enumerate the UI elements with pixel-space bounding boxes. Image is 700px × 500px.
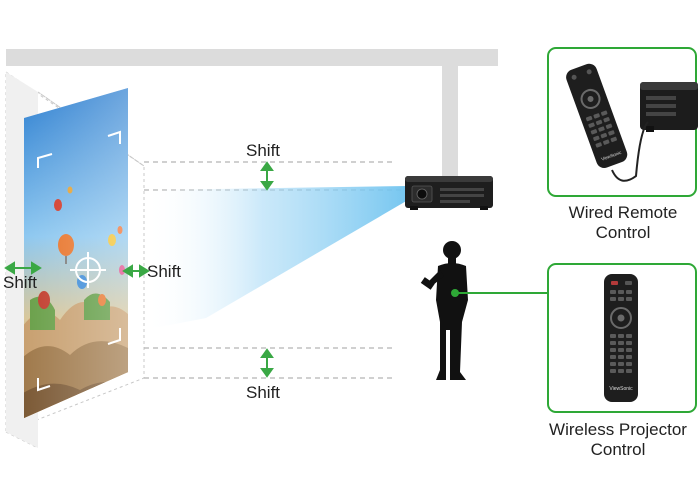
wireless-remote-caption-line1: Wireless Projector	[549, 420, 687, 439]
presenter-silhouette	[420, 241, 468, 380]
shift-label-bottom: Shift	[246, 383, 281, 402]
ceiling	[6, 49, 498, 66]
wireless-remote-caption: Wireless Projector Control	[533, 420, 700, 460]
wired-remote-caption: Wired Remote Control	[538, 203, 700, 243]
shift-label-right: Shift	[147, 262, 182, 281]
wireless-remote-brand: ViewSonic	[609, 386, 633, 392]
wired-remote-caption-line2: Control	[595, 223, 651, 242]
wired-remote-caption-line1: Wired Remote	[568, 203, 678, 222]
projector	[405, 176, 493, 210]
shift-arrow-vertical-bottom	[260, 348, 274, 378]
wireless-remote-device: ViewSonic	[604, 274, 638, 402]
wireless-remote-caption-line2: Control	[590, 440, 646, 459]
projection-beam	[144, 186, 408, 330]
wireless-connector	[451, 289, 548, 297]
projected-image	[24, 88, 128, 418]
projector-thumbnail	[640, 82, 698, 132]
shift-arrow-horizontal-right	[122, 264, 150, 278]
shift-label-top: Shift	[246, 141, 281, 160]
shift-arrow-vertical-top	[260, 161, 274, 191]
wired-remote-device: ViewSonic	[566, 63, 628, 168]
remote-cable	[611, 121, 649, 182]
shift-label-left: Shift	[3, 273, 38, 292]
wireless-remote-panel: ViewSonic	[547, 263, 697, 413]
wired-remote-panel: ViewSonic	[547, 47, 698, 197]
ceiling-mount-pole	[442, 66, 458, 180]
shift-arrow-horizontal-left	[4, 261, 42, 275]
focus-crosshair-icon	[70, 252, 106, 288]
